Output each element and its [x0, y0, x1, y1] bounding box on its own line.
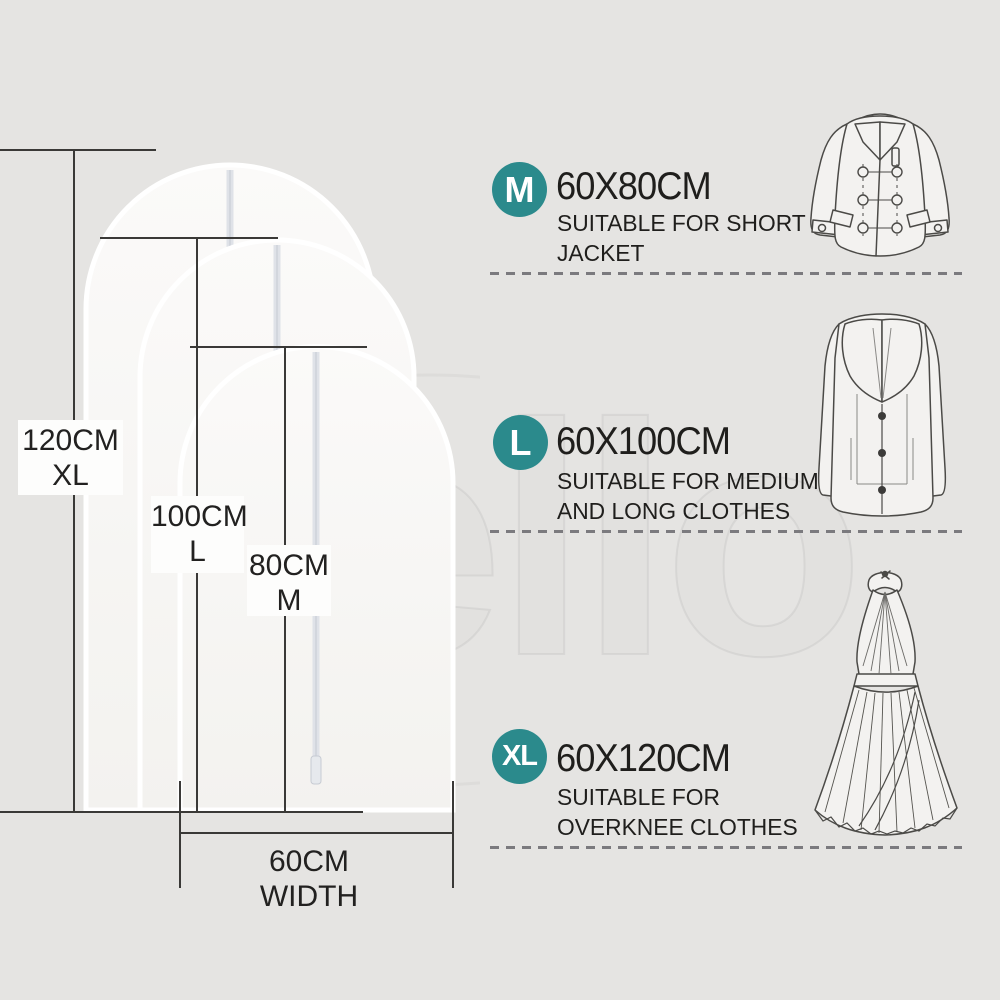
dress-skirt — [814, 685, 958, 836]
width-tag: WIDTH — [259, 880, 359, 913]
size-badge-m: M — [492, 162, 547, 217]
height-value-l: 100CM — [151, 500, 248, 533]
size-description-xl-line1: SUITABLE FOR — [557, 784, 720, 810]
width-value: 60CM — [268, 845, 350, 878]
dress-bodice — [856, 589, 916, 680]
coat-left-sleeve — [817, 323, 846, 498]
divider-1 — [490, 272, 962, 275]
jacket-right-sleeve — [910, 123, 950, 238]
dress-hem-ruffle — [814, 807, 958, 835]
size-description-l: SUITABLE FOR MEDIUM AND LONG CLOTHES — [557, 467, 819, 526]
long-coat-illustration — [817, 313, 947, 517]
divider-3 — [490, 846, 962, 849]
jacket-buttons — [857, 166, 903, 234]
coat-buttons — [878, 412, 886, 494]
coat-body — [830, 313, 934, 517]
zipper-pull-m — [310, 755, 322, 785]
size-description-l-line1: SUITABLE FOR MEDIUM — [557, 468, 819, 494]
width-label: 60CM WIDTH — [236, 841, 382, 914]
short-jacket-illustration — [810, 113, 950, 257]
size-description-xl: SUITABLE FOR OVERKNEE CLOTHES — [557, 783, 798, 842]
divider-2 — [490, 530, 962, 533]
height-label-l: 100CM L — [151, 496, 248, 573]
size-badge-xl: XL — [492, 729, 547, 784]
height-label-xl: 120CM XL — [18, 420, 123, 495]
size-description-xl-line2: OVERKNEE CLOTHES — [557, 813, 798, 840]
height-label-m: 80CM M — [247, 545, 331, 617]
size-tag-l: L — [189, 535, 206, 568]
height-value-xl: 120CM — [22, 424, 119, 457]
size-description-m-line1: SUITABLE FOR SHORT — [557, 210, 806, 236]
size-tag-m: M — [276, 584, 302, 617]
coat-right-sleeve — [918, 323, 947, 498]
size-dimensions-xl: 60X120CM — [556, 737, 731, 780]
size-description-m: SUITABLE FOR SHORT JACKET — [557, 209, 806, 268]
jacket-body — [833, 115, 927, 257]
pleated-dress-illustration — [814, 570, 958, 836]
size-dimensions-m: 60X80CM — [556, 165, 712, 208]
size-tag-xl: XL — [52, 459, 89, 492]
size-dimensions-l: 60X100CM — [556, 420, 731, 463]
size-description-m-line2: JACKET — [557, 239, 645, 266]
size-badge-l: L — [493, 415, 548, 470]
jacket-left-sleeve — [810, 123, 850, 238]
size-description-l-line2: AND LONG CLOTHES — [557, 497, 791, 524]
height-value-m: 80CM — [248, 549, 330, 582]
